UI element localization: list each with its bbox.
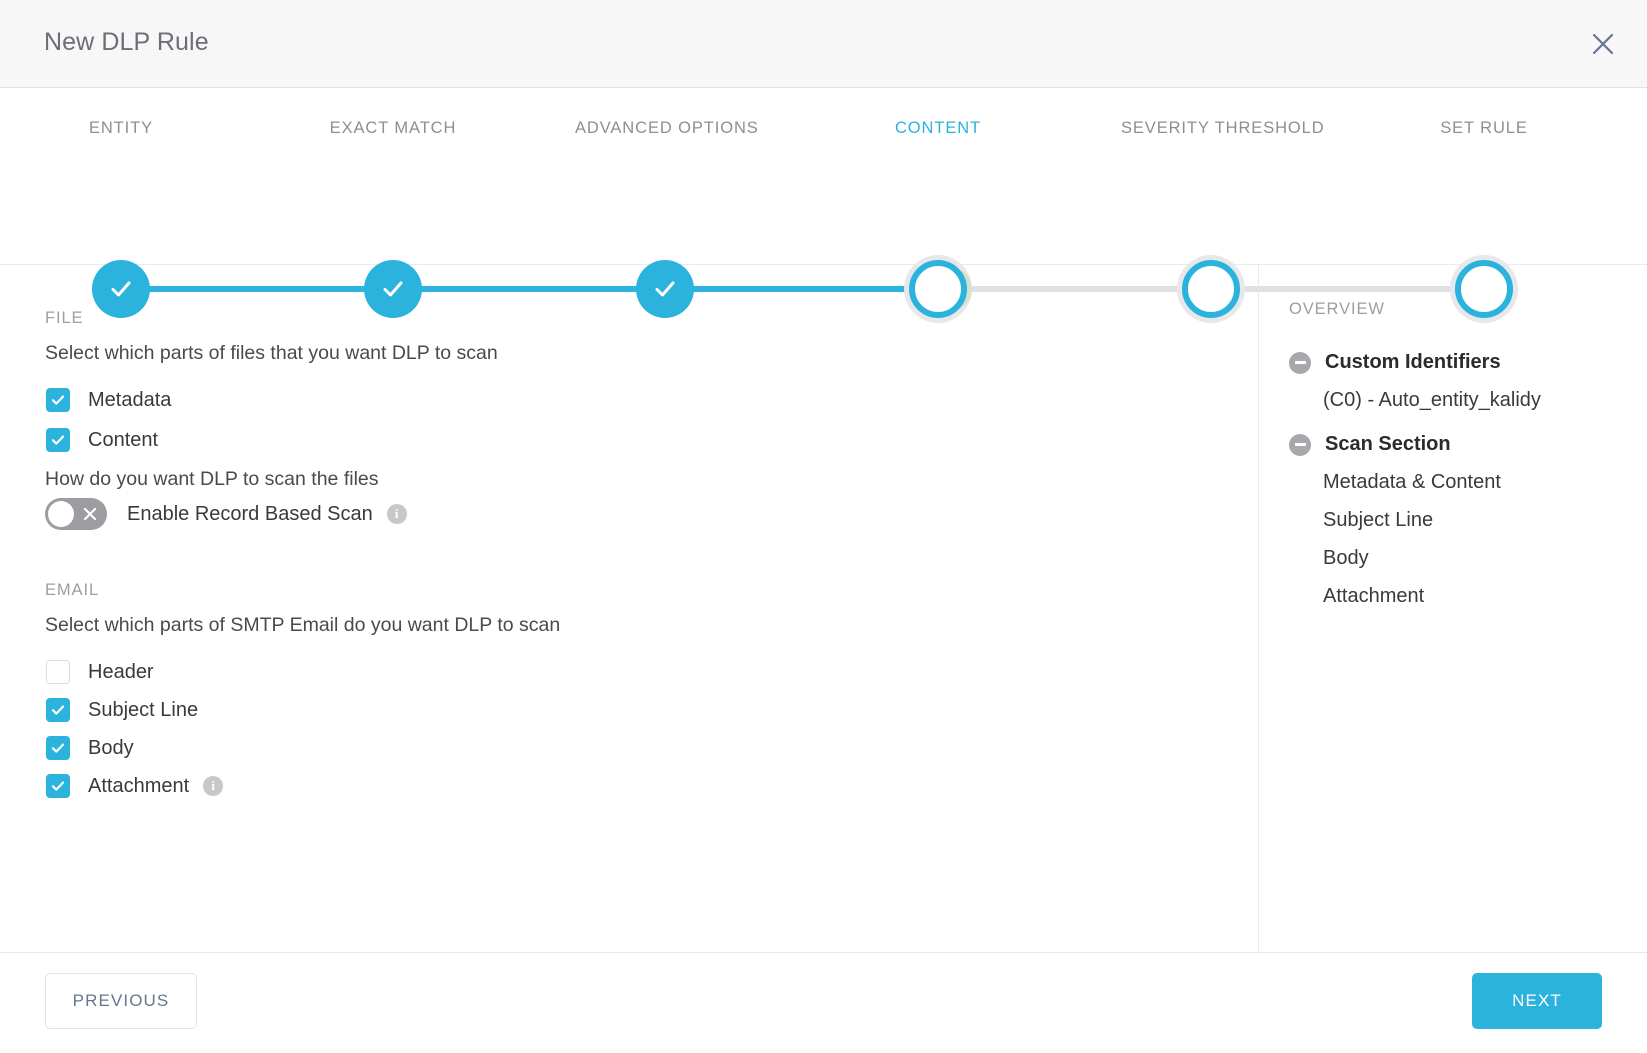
step-label-advanced-options: ADVANCED OPTIONS xyxy=(575,119,759,137)
overview-group-label: Scan Section xyxy=(1325,433,1451,455)
panel-divider xyxy=(1258,265,1259,959)
previous-button[interactable]: PREVIOUS xyxy=(45,973,197,1029)
checkbox-metadata[interactable]: Metadata xyxy=(46,388,171,412)
step-label-severity-threshold: SEVERITY THRESHOLD xyxy=(1121,119,1325,137)
step-label-set-rule: SET RULE xyxy=(1440,119,1528,137)
step-node-exact-match[interactable] xyxy=(357,253,429,325)
dialog-header: New DLP Rule xyxy=(0,0,1647,88)
collapse-minus-icon[interactable] xyxy=(1289,351,1311,374)
checkbox-content-label: Content xyxy=(88,428,159,451)
step-node-set-rule[interactable] xyxy=(1448,253,1520,325)
overview-item-custom-identifier: (C0) - Auto_entity_kalidy xyxy=(1323,389,1541,411)
content-panel: FILE Select which parts of files that yo… xyxy=(0,265,1258,952)
overview-heading: OVERVIEW xyxy=(1289,300,1385,318)
checkbox-body-label: Body xyxy=(88,736,134,759)
email-scan-prompt: Select which parts of SMTP Email do you … xyxy=(45,614,561,636)
checkbox-body[interactable]: Body xyxy=(46,736,134,760)
step-node-severity-threshold-circle[interactable] xyxy=(1182,260,1240,318)
step-entity[interactable]: ENTITY xyxy=(31,118,211,138)
email-section-heading: EMAIL xyxy=(45,581,100,599)
step-node-set-rule-circle[interactable] xyxy=(1455,260,1513,318)
stepper-line-2 xyxy=(393,286,665,292)
checkbox-subject-line[interactable]: Subject Line xyxy=(46,698,198,722)
checkbox-content[interactable]: Content xyxy=(46,428,158,452)
overview-item-subject-line: Subject Line xyxy=(1323,509,1434,531)
file-section-heading: FILE xyxy=(45,309,84,327)
step-node-exact-match-circle[interactable] xyxy=(364,260,422,318)
step-node-entity-circle[interactable] xyxy=(92,260,150,318)
record-based-scan-toggle[interactable] xyxy=(45,498,107,530)
overview-item-metadata-content: Metadata & Content xyxy=(1323,471,1501,493)
toggle-knob xyxy=(48,501,74,527)
stepper-line-5 xyxy=(1211,286,1484,292)
checkbox-attachment-box[interactable] xyxy=(46,774,70,798)
stepper-line-1 xyxy=(121,286,393,292)
close-icon[interactable] xyxy=(1581,22,1625,66)
file-scan-prompt: Select which parts of files that you wan… xyxy=(45,342,498,364)
step-node-severity-threshold[interactable] xyxy=(1175,253,1247,325)
step-set-rule[interactable]: SET RULE xyxy=(1394,118,1574,138)
step-label-entity: ENTITY xyxy=(88,119,154,137)
overview-group-scan-section[interactable]: Scan Section xyxy=(1289,433,1451,456)
checkbox-metadata-box[interactable] xyxy=(46,388,70,412)
dialog-footer: PREVIOUS NEXT xyxy=(0,952,1647,1053)
checkbox-subject-line-label: Subject Line xyxy=(88,698,199,721)
step-content[interactable]: CONTENT xyxy=(848,118,1028,138)
step-node-advanced-options-circle[interactable] xyxy=(636,260,694,318)
step-node-entity[interactable] xyxy=(85,253,157,325)
stepper-line-4 xyxy=(938,286,1211,292)
checkbox-attachment-label: Attachment xyxy=(88,774,190,797)
checkbox-content-box[interactable] xyxy=(46,428,70,452)
checkbox-subject-line-box[interactable] xyxy=(46,698,70,722)
step-node-content[interactable] xyxy=(902,253,974,325)
wizard-stepper: ENTITY EXACT MATCH ADVANCED OPTIONS xyxy=(0,88,1647,323)
step-label-exact-match: EXACT MATCH xyxy=(329,119,457,137)
checkbox-header[interactable]: Header xyxy=(46,660,154,684)
stepper-line-3 xyxy=(665,286,938,292)
step-severity-threshold[interactable]: SEVERITY THRESHOLD xyxy=(1121,118,1325,138)
overview-group-custom-identifiers[interactable]: Custom Identifiers xyxy=(1289,351,1501,374)
file-scan-method-prompt: How do you want DLP to scan the files xyxy=(45,468,379,490)
overview-group-label: Custom Identifiers xyxy=(1325,351,1501,373)
stepper-track: ENTITY EXACT MATCH ADVANCED OPTIONS xyxy=(0,88,1647,323)
collapse-minus-icon[interactable] xyxy=(1289,433,1311,456)
info-icon[interactable]: i xyxy=(386,504,407,524)
step-advanced-options[interactable]: ADVANCED OPTIONS xyxy=(575,118,759,138)
step-label-content: CONTENT xyxy=(894,119,982,137)
checkbox-header-box[interactable] xyxy=(46,660,70,684)
step-node-advanced-options[interactable] xyxy=(629,253,701,325)
record-based-scan-label: Enable Record Based Scan xyxy=(127,502,373,525)
checkbox-body-box[interactable] xyxy=(46,736,70,760)
step-node-content-circle[interactable] xyxy=(909,260,967,318)
overview-item-attachment: Attachment xyxy=(1323,585,1425,607)
step-exact-match[interactable]: EXACT MATCH xyxy=(303,118,483,138)
toggle-off-icon xyxy=(83,507,97,521)
checkbox-header-label: Header xyxy=(88,660,154,683)
checkbox-attachment[interactable]: Attachment i xyxy=(46,774,224,798)
overview-item-body: Body xyxy=(1323,547,1369,569)
page-title: New DLP Rule xyxy=(44,28,209,56)
info-icon[interactable]: i xyxy=(203,776,224,796)
checkbox-metadata-label: Metadata xyxy=(88,388,172,411)
next-button[interactable]: NEXT xyxy=(1472,973,1602,1029)
record-based-scan-row[interactable]: Enable Record Based Scan i xyxy=(45,498,407,530)
